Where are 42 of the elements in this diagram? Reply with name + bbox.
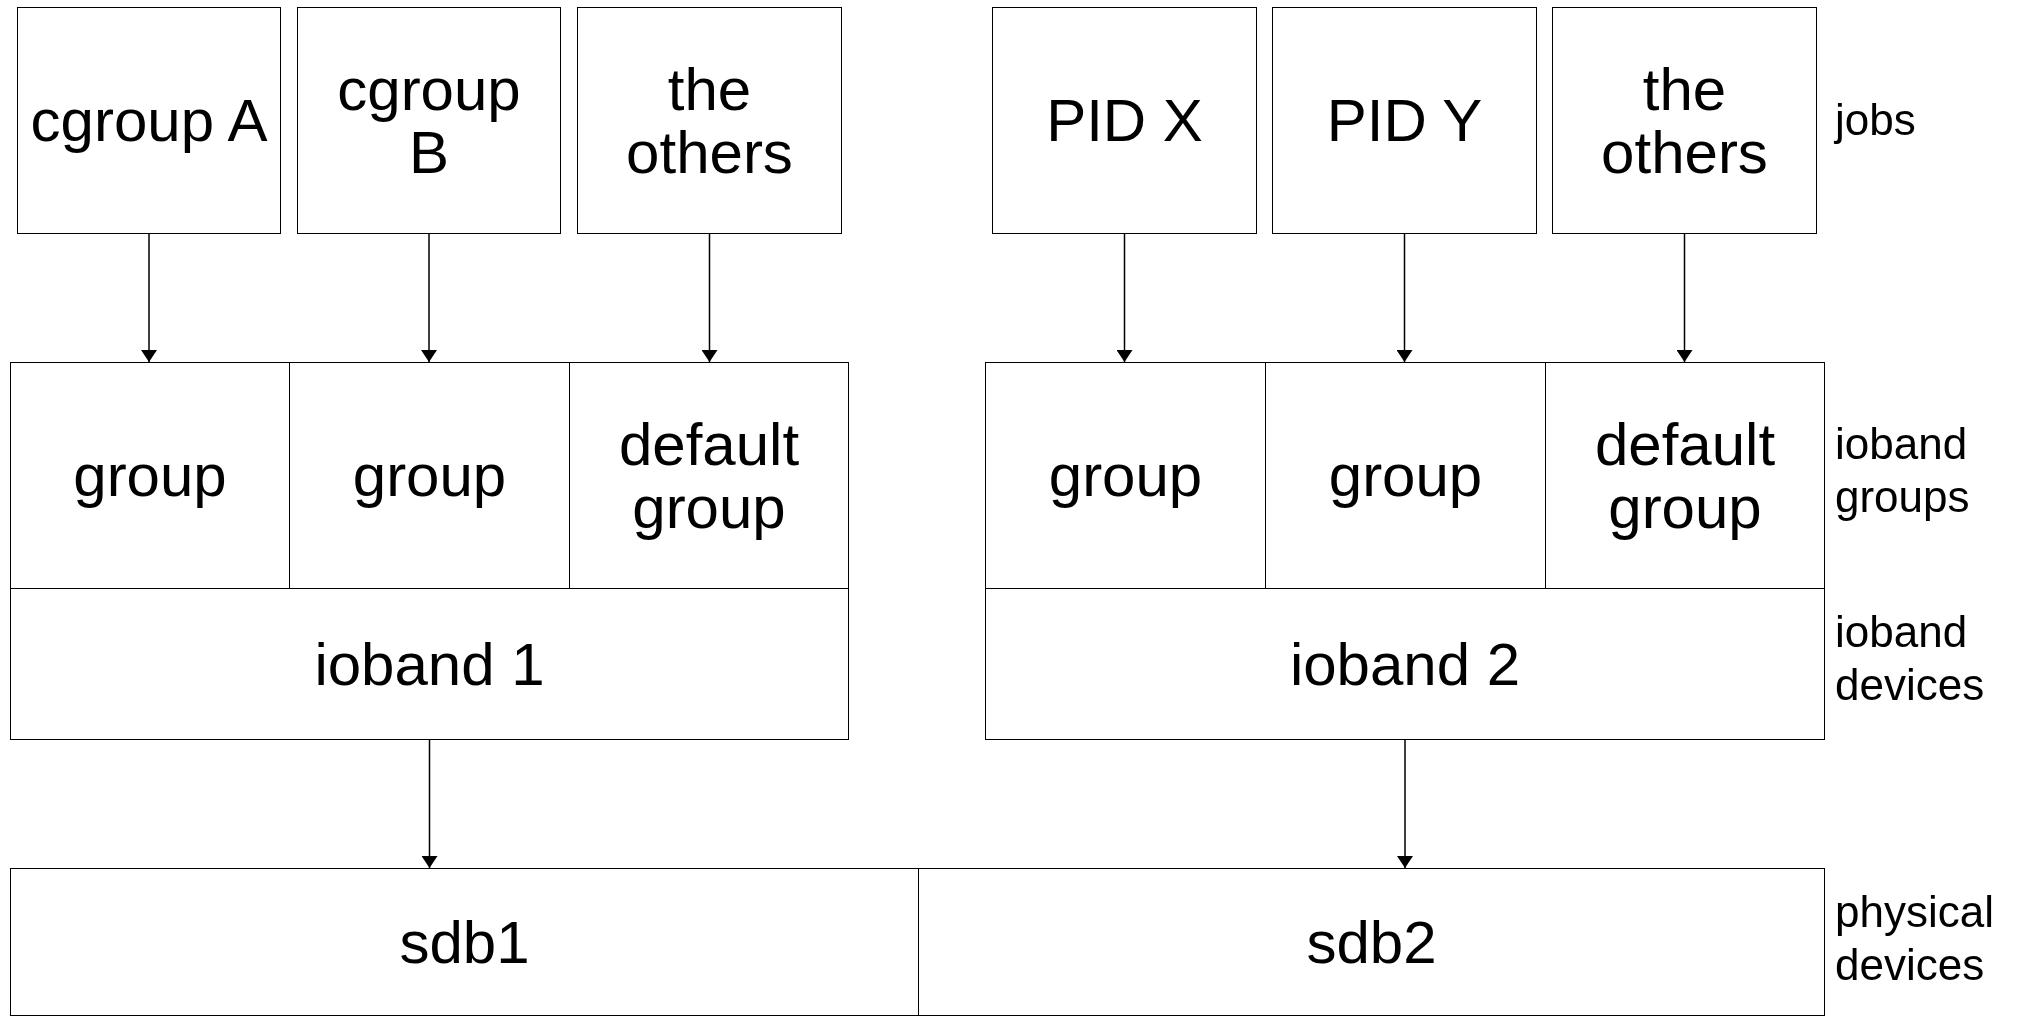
arrow xyxy=(1397,739,1413,869)
arrow xyxy=(141,233,157,363)
box-label: group xyxy=(1328,444,1483,507)
box xyxy=(10,588,849,740)
arrow xyxy=(421,739,438,869)
box-label: cgroup A xyxy=(30,89,268,152)
box-label: group xyxy=(1048,444,1203,507)
box-label: cgroup B xyxy=(336,57,522,184)
arrow xyxy=(1116,233,1133,363)
box-label: the others xyxy=(1600,57,1769,184)
box-label: default group xyxy=(617,412,801,539)
box-label: PID Y xyxy=(1326,89,1483,152)
row-label: jobs xyxy=(1835,94,1917,146)
box xyxy=(577,7,842,234)
box-label: ioband 2 xyxy=(1289,632,1521,696)
box-label: ioband 1 xyxy=(314,632,545,696)
box xyxy=(1545,362,1825,589)
box xyxy=(10,868,919,1016)
arrow xyxy=(1676,233,1693,363)
row-label: ioband devices xyxy=(1835,606,1986,711)
box xyxy=(17,7,281,234)
box xyxy=(10,362,290,589)
box-label: sdb2 xyxy=(1306,910,1437,974)
row-label: ioband groups xyxy=(1835,418,1971,523)
row-label: physical devices xyxy=(1835,886,1995,991)
arrow xyxy=(421,233,437,363)
box xyxy=(569,362,849,589)
box-label: group xyxy=(73,444,227,507)
box xyxy=(1272,7,1537,234)
box-label: PID X xyxy=(1046,89,1203,152)
box xyxy=(985,588,1825,740)
arrow xyxy=(701,233,718,363)
box-label: the others xyxy=(625,57,794,184)
box xyxy=(297,7,561,234)
box xyxy=(918,868,1825,1016)
arrow xyxy=(1396,233,1413,363)
box-label: group xyxy=(352,444,507,507)
box xyxy=(985,362,1266,589)
box-label: default group xyxy=(1593,412,1777,539)
box-label: sdb1 xyxy=(399,910,530,974)
box xyxy=(1552,7,1817,234)
box xyxy=(992,7,1257,234)
